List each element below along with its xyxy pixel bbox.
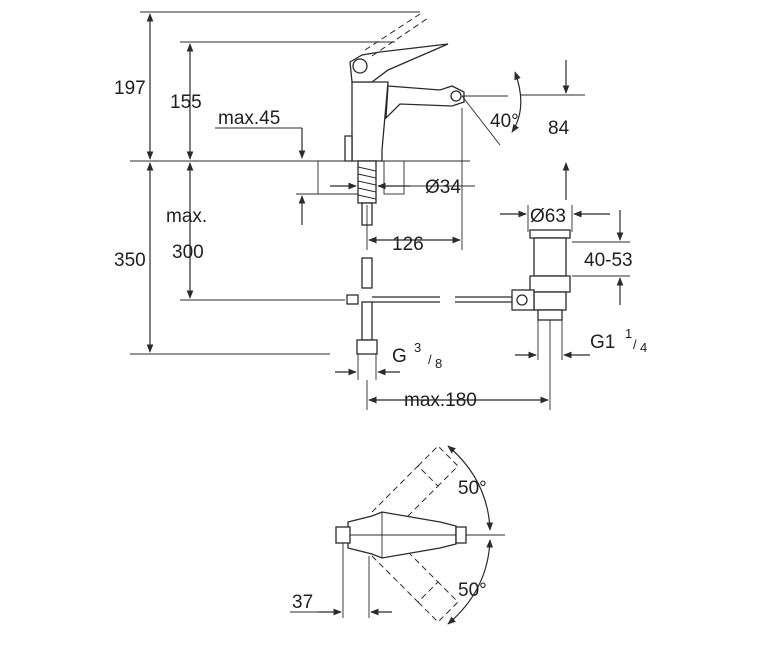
lever-rotated-up-tip <box>417 445 459 487</box>
label-g114-den: 4 <box>640 340 647 355</box>
deck-section-left <box>317 160 365 195</box>
label-350: 350 <box>114 250 146 271</box>
mixer-lever[interactable] <box>349 43 449 83</box>
label-g114-num: 1 <box>625 326 632 341</box>
lever-rotated-down-tip <box>417 581 459 623</box>
flex-hose-lower <box>361 301 373 341</box>
label-37: 37 <box>292 592 313 613</box>
rotation-arc-upper <box>447 445 494 531</box>
label-max: max. <box>166 206 207 227</box>
mixer-spout <box>385 85 465 120</box>
drain-tail <box>537 309 563 321</box>
label-50deg-lower: 50° <box>458 580 487 601</box>
drain-flange <box>529 229 571 239</box>
spout-top <box>335 526 351 544</box>
angle-arc-40 <box>511 71 522 133</box>
lever-rotated-down <box>371 535 439 603</box>
drain-rod-hole <box>516 294 528 306</box>
label-50deg-upper: 50° <box>458 478 487 499</box>
label-g38-slash: / <box>428 352 432 367</box>
label-155: 155 <box>170 92 202 113</box>
lever-pivot <box>352 58 368 74</box>
spout-nozzle <box>450 90 462 102</box>
label-max180: max.180 <box>404 390 477 411</box>
deck-section-right <box>383 160 405 195</box>
inlet-nut <box>356 339 378 355</box>
drain-nut <box>529 275 571 293</box>
top-view <box>290 445 505 625</box>
label-84: 84 <box>548 118 570 139</box>
lever-rotated-up <box>371 465 439 533</box>
lever-open-position <box>364 13 421 51</box>
label-197: 197 <box>114 78 146 99</box>
label-40-53: 40-53 <box>584 250 633 271</box>
angle-jet-line <box>461 95 501 146</box>
label-40deg: 40° <box>490 111 519 132</box>
flex-hose <box>361 257 373 289</box>
side-view <box>130 11 630 410</box>
popup-knob[interactable] <box>346 294 359 305</box>
label-g38-den: 8 <box>435 356 442 371</box>
label-max45: max.45 <box>218 108 280 129</box>
lever-end-top <box>455 526 467 544</box>
label-g114-slash: / <box>633 337 637 352</box>
shank-threads <box>357 166 377 200</box>
drain-body-upper <box>533 237 567 277</box>
label-g38-num: 3 <box>414 340 421 355</box>
drain-body-lower <box>533 291 567 311</box>
label-d63: Ø63 <box>530 206 566 227</box>
mixer-body <box>351 81 389 162</box>
dimension-labels: 197 155 max.45 40° 84 Ø34 max. 300 350 1… <box>114 78 647 613</box>
mixer-base-pin <box>344 135 353 162</box>
lever-open-position-2 <box>371 17 429 57</box>
label-300: 300 <box>172 242 204 263</box>
label-d34: Ø34 <box>425 177 461 198</box>
label-g38-main: G <box>392 346 407 367</box>
rotation-arc-lower <box>447 539 494 625</box>
label-g114-main: G1 <box>590 332 615 353</box>
label-126: 126 <box>392 234 424 255</box>
